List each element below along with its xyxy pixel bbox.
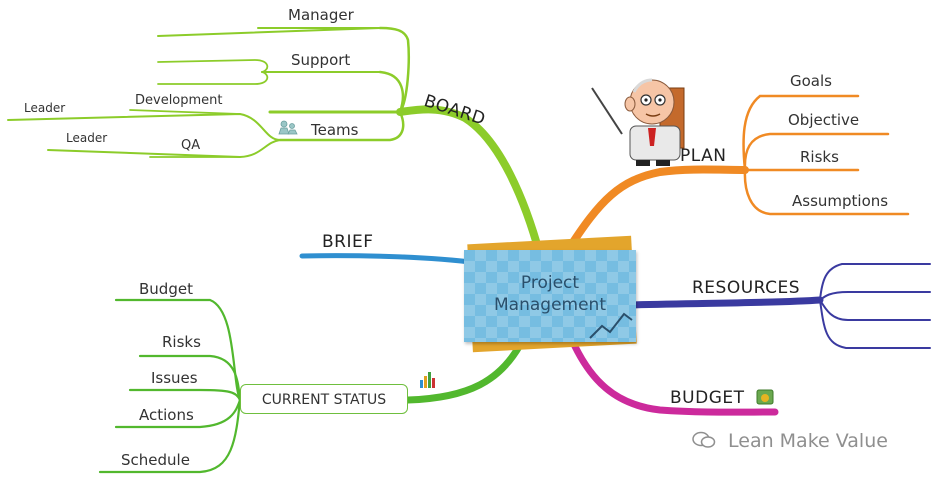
support-label: Support [291,51,351,69]
resources-branch [624,263,931,349]
plan-risks-label: Risks [800,148,839,166]
watermark-text: Lean Make Value [728,430,888,452]
leader-label-2: Leader [66,131,108,145]
brief-label: BRIEF [322,232,374,252]
center-title-line1: Project [520,273,580,293]
current-status-label: CURRENT STATUS [261,392,387,408]
budget-branch [568,336,779,416]
leader-label-1: Leader [24,101,66,115]
center-title-line2: Management [494,295,606,315]
status-budget-label: Budget [139,280,193,298]
status-actions-label: Actions [139,406,194,424]
development-label: Development [135,93,223,108]
manager-label: Manager [288,6,354,24]
status-risks-label: Risks [162,333,201,351]
center-node: Project Management [464,250,636,342]
plan-branch [564,94,910,254]
objective-label: Objective [788,111,860,129]
board-branch [7,26,544,259]
goals-label: Goals [790,72,832,90]
resources-label: RESOURCES [692,278,801,298]
status-issues-label: Issues [151,369,198,387]
budget-branch-label: BUDGET [670,388,745,408]
plan-label: PLAN [680,146,727,166]
bar-chart-icon [420,372,435,388]
trend-chart-icon [589,312,633,339]
wechat-icon [692,431,716,448]
teams-label: Teams [311,121,359,139]
presenter-cartoon-icon [591,78,685,166]
status-schedule-label: Schedule [121,451,190,469]
brief-branch [299,253,473,265]
current-status-box: CURRENT STATUS [240,384,408,414]
teams-icon [278,120,298,135]
current-status-branch [98,298,524,474]
money-icon [756,389,774,405]
assumptions-label: Assumptions [792,192,889,210]
qa-label: QA [181,138,201,153]
